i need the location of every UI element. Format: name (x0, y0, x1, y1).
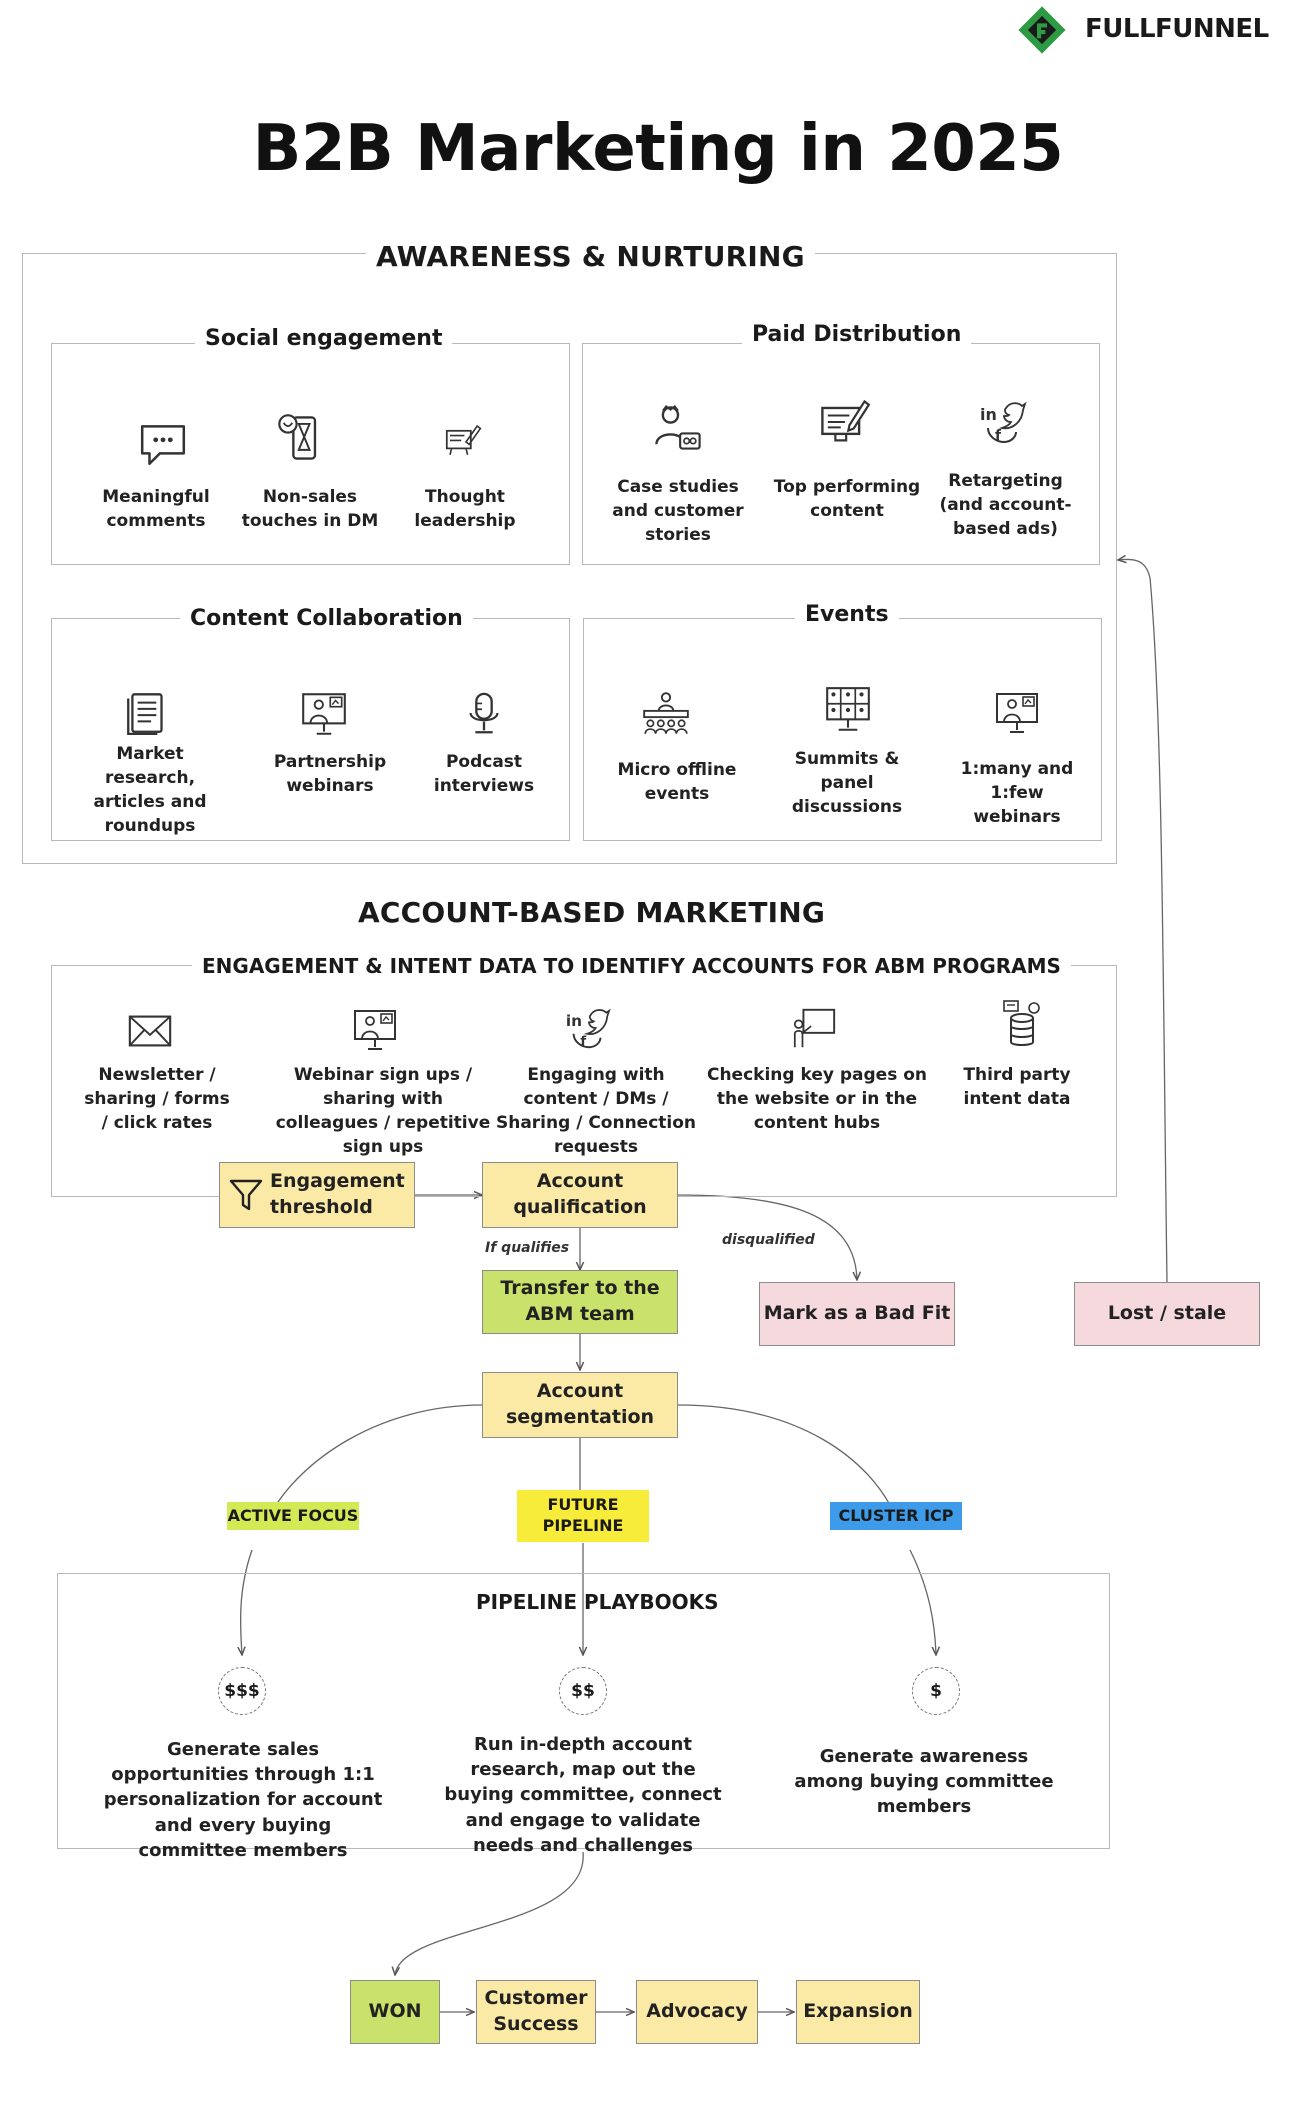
tier-symbol: $ (912, 1667, 960, 1715)
tier-description: Run in-depth account research, map out t… (444, 1734, 722, 1856)
content-item-label: Podcast interviews (433, 752, 535, 797)
envelope-icon (126, 1010, 174, 1052)
content-title: Content Collaboration (180, 606, 473, 631)
signal-label: Engaging with content / DMs / Sharing / … (495, 1065, 697, 1158)
playbooks-title: PIPELINE PLAYBOOKS (476, 1590, 719, 1614)
events-item-label: Summits & panel discussions (791, 749, 903, 818)
video-panel-icon (822, 684, 874, 736)
disqualified-label: disqualified (722, 1232, 815, 1248)
signal-label: Newsletter / sharing / forms / click rat… (84, 1065, 230, 1134)
signal-label: Third party intent data (963, 1065, 1071, 1110)
social-item-label: Non-sales touches in DM (241, 487, 379, 532)
if-qualifies-label: If qualifies (485, 1240, 570, 1256)
tag-label: ACTIVE FOCUS (227, 1505, 359, 1525)
brand-name: FULLFUNNEL (1085, 14, 1269, 44)
tier-symbol: $$ (559, 1667, 607, 1715)
svg-text:f: f (580, 1034, 586, 1049)
customer-success-node: Customer Success (476, 1980, 596, 2044)
node-label: Transfer to the ABM team (500, 1277, 660, 1325)
awareness-title: AWARENESS & NURTURING (366, 240, 815, 273)
tier-description: Generate sales opportunities through 1:1… (103, 1739, 383, 1861)
social-logos-icon: in f (978, 398, 1028, 448)
tag-label: CLUSTER ICP (838, 1505, 954, 1525)
account-segmentation-node: Account segmentation (482, 1372, 678, 1438)
node-label: Account segmentation (505, 1380, 655, 1428)
intent-title: ENGAGEMENT & INTENT DATA TO IDENTIFY ACC… (192, 954, 1071, 978)
social-item-label: Meaningful comments (102, 487, 210, 532)
webinar-presenter-icon (350, 1005, 400, 1055)
playbooks-frame (57, 1573, 1110, 1849)
expansion-node: Expansion (796, 1980, 920, 2044)
fullfunnel-logo-icon (1018, 6, 1066, 54)
node-label: WON (368, 2000, 422, 2023)
paid-item-label: Case studies and customer stories (612, 477, 744, 546)
won-node: WON (350, 1980, 440, 2044)
paid-item-label: Top performing content (773, 477, 921, 522)
speech-bubble-icon (137, 418, 189, 470)
monitor-pen-icon (817, 395, 871, 449)
account-qualification-node: Account qualification (482, 1162, 678, 1228)
hourglass-message-icon (275, 411, 329, 465)
database-icon (998, 998, 1042, 1050)
engagement-threshold-node: Engagement threshold (219, 1162, 415, 1228)
paid-title: Paid Distribution (742, 322, 972, 347)
webinar-presenter-icon (992, 688, 1042, 738)
tag-label: FUTURE PIPELINE (542, 1495, 624, 1535)
node-label: Account qualification (513, 1170, 647, 1218)
webinar-presenter-icon (297, 688, 351, 740)
microphone-icon (460, 688, 508, 740)
documents-icon (122, 685, 174, 739)
node-label: Customer Success (484, 1987, 588, 2035)
advocacy-node: Advocacy (636, 1980, 758, 2044)
person-stories-icon (651, 401, 705, 455)
content-item-label: Market research, articles and roundups (93, 744, 207, 837)
tier-symbol: $$$ (218, 1667, 266, 1715)
social-logos-icon: in f (564, 1005, 612, 1053)
tier-description: Generate awareness among buying committe… (794, 1746, 1054, 1818)
transfer-abm-node: Transfer to the ABM team (482, 1270, 678, 1334)
brand-logo: FULLFUNNEL (1017, 5, 1269, 55)
bad-fit-node: Mark as a Bad Fit (759, 1282, 955, 1346)
social-title: Social engagement (195, 326, 453, 351)
events-item-label: 1:many and 1:few webinars (960, 759, 1074, 828)
signal-label: Webinar sign ups / sharing with colleagu… (275, 1065, 491, 1158)
node-label: Expansion (803, 2000, 913, 2023)
node-label: Advocacy (646, 2000, 748, 2023)
lost-stale-node: Lost / stale (1074, 1282, 1260, 1346)
svg-text:f: f (995, 428, 1002, 444)
events-title: Events (795, 602, 899, 627)
signal-label: Checking key pages on the website or in … (706, 1065, 928, 1134)
events-item-label: Micro offline events (617, 760, 737, 805)
future-pipeline-tag: FUTURE PIPELINE (517, 1490, 649, 1542)
abm-title: ACCOUNT-BASED MARKETING (358, 896, 826, 929)
paid-item-label: Retargeting (and account-based ads) (939, 471, 1072, 540)
meeting-table-icon (638, 688, 694, 740)
svg-text:in: in (566, 1012, 582, 1030)
active-focus-tag: ACTIVE FOCUS (227, 1502, 359, 1530)
node-label: Engagement threshold (270, 1170, 405, 1218)
cluster-icp-tag: CLUSTER ICP (830, 1502, 962, 1530)
presenter-board-icon (790, 1005, 838, 1053)
node-label: Mark as a Bad Fit (763, 1302, 951, 1325)
funnel-icon (229, 1177, 263, 1213)
svg-text:in: in (980, 405, 997, 424)
node-label: Lost / stale (1107, 1302, 1227, 1325)
social-item-label: Thought leadership (414, 487, 516, 532)
page-title: B2B Marketing in 2025 (252, 112, 1064, 186)
content-item-label: Partnership webinars (273, 752, 387, 797)
writing-board-icon (442, 418, 482, 458)
